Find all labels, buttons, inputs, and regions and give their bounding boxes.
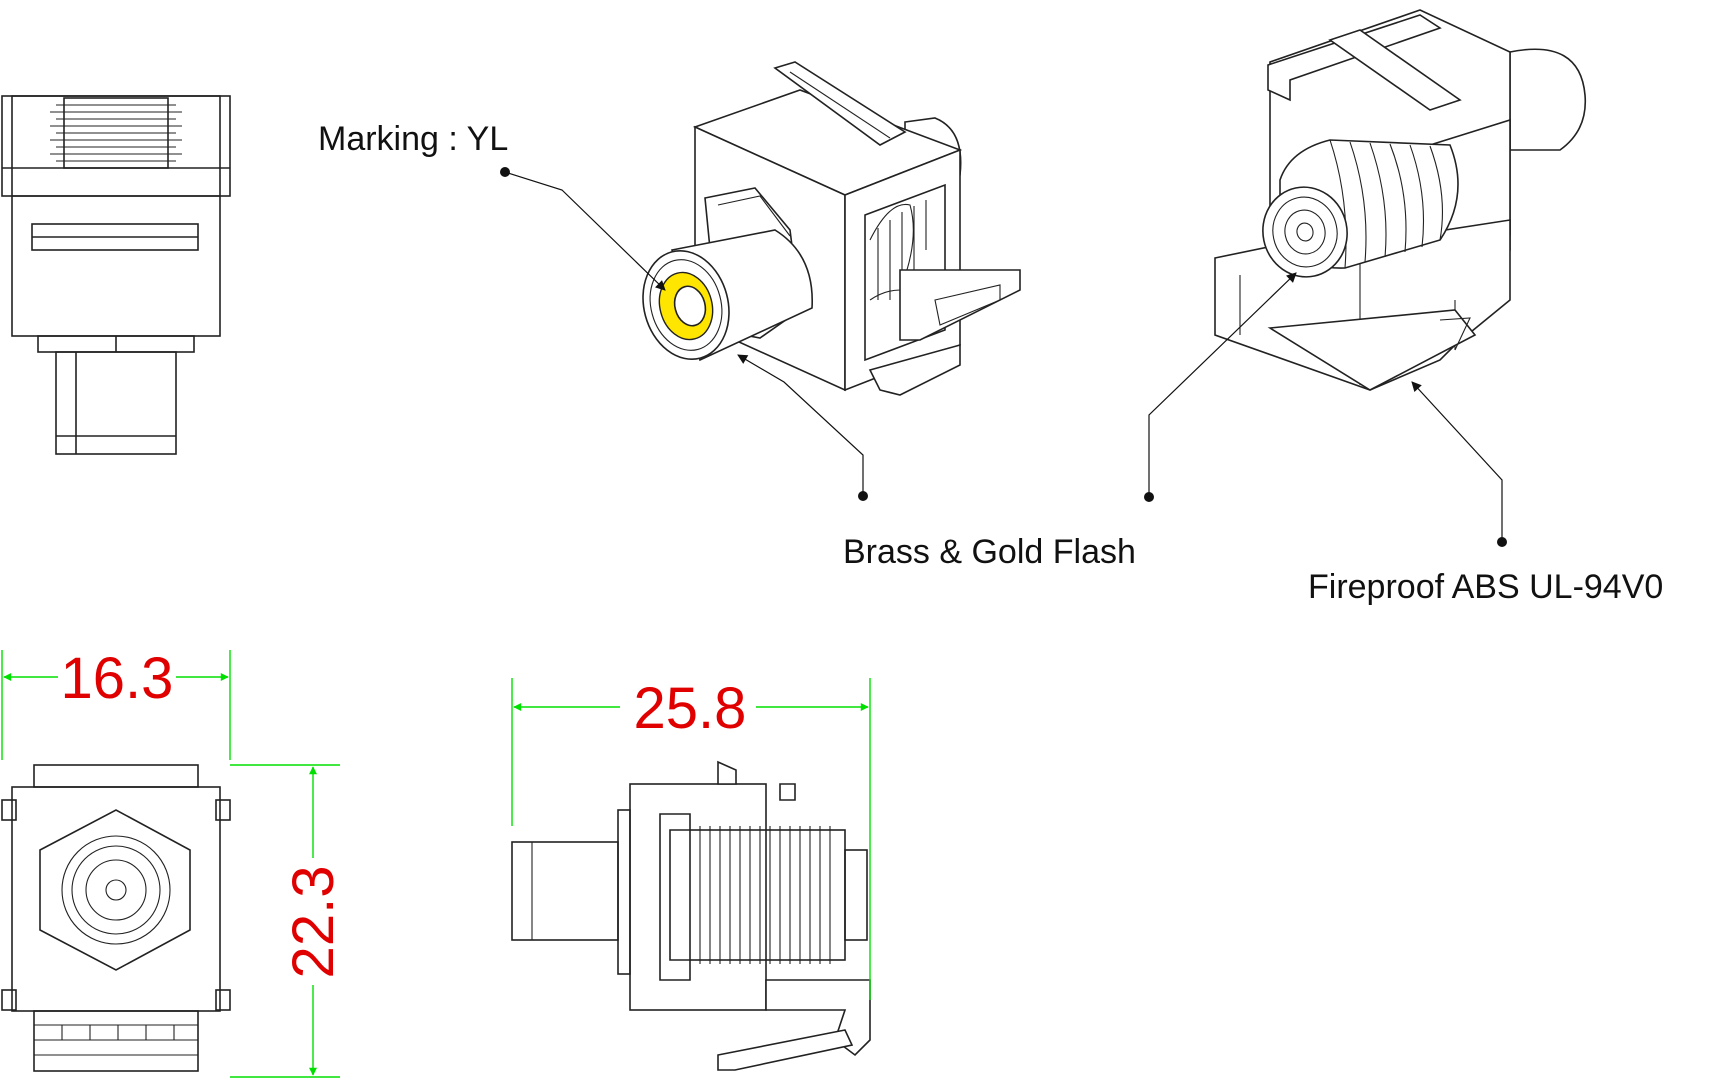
dim-height-value: 22.3 — [281, 866, 346, 979]
thread-iso-front — [869, 200, 927, 301]
thread-top — [50, 97, 182, 169]
dim-width: 16.3 — [1, 646, 231, 760]
callout-housing — [1411, 381, 1507, 547]
iso-view-front — [642, 61, 1021, 396]
top-view — [1, 95, 231, 455]
label-marking: Marking : YL — [318, 120, 508, 158]
front-view — [1, 764, 231, 1072]
dim-depth-value: 25.8 — [634, 676, 747, 741]
callout-marking — [500, 167, 666, 291]
dim-height: 22.3 — [230, 764, 346, 1078]
iso-view-rear — [1214, 9, 1587, 391]
dim-width-value: 16.3 — [61, 646, 174, 711]
side-view — [511, 760, 871, 1071]
dim-depth: 25.8 — [511, 676, 871, 1000]
callout-contact-front — [737, 354, 868, 501]
thread-side — [689, 826, 846, 964]
callout-contact-rear — [1144, 272, 1297, 502]
label-contact: Brass & Gold Flash — [843, 533, 1136, 571]
label-housing: Fireproof ABS UL-94V0 — [1308, 568, 1663, 606]
